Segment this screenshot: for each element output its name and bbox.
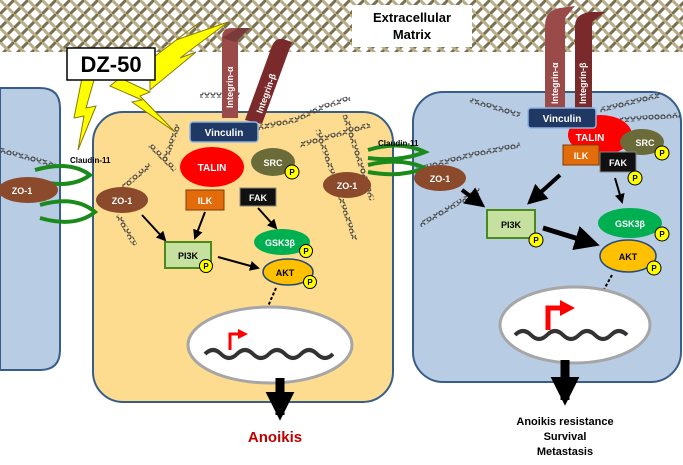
actin-filaments [0,92,681,247]
right-akt [599,239,657,273]
left-outcome-label: Anoikis [248,429,302,446]
left-promoter-arrow-icon [228,332,240,350]
left-src-phospho [284,164,300,180]
left-dna-icon [203,348,335,360]
right-talin-label: TALIN [576,133,605,144]
right-zo1-label: ZO-1 [430,174,451,184]
left-akt [262,258,314,286]
right-src-phospho [654,145,670,161]
right-akt-phospho-label: P [651,264,657,273]
ecm-label-line2: Matrix [393,27,432,42]
right-akt-label: AKT [619,252,638,262]
left-pi3k-label: PI3K [178,251,199,261]
right-nucleus [498,285,652,365]
right-integrin-alpha [545,6,575,112]
right-integrin-beta [575,12,605,112]
left-fak-label: FAK [249,193,268,203]
left-akt-phospho [303,275,317,289]
left-gsk3b-label: GSK3β [265,238,296,248]
right-outcome-1: Anoikis resistance [516,416,613,428]
left-zo1-a [96,187,148,213]
left-src-label: SRC [263,158,283,168]
right-fak [599,151,637,173]
left-vinculin [189,121,259,143]
left-integrin-beta [245,38,292,124]
lightning-right-icon [109,77,176,133]
ecm-label-box [352,5,472,47]
left-akt-label: AKT [276,268,295,278]
right-pi3k-phospho [528,232,544,248]
lightning-down-icon [73,77,97,151]
right-pi3k [486,209,536,239]
left-akt-phospho-label: P [307,278,313,287]
right-outcome-3: Metastasis [537,446,593,458]
claudin-right-label: Claudin-11 [378,139,419,148]
right-promoter-arrowhead-icon [560,300,575,316]
right-src-phospho-label: P [659,149,665,158]
left-integrin-alpha-cap [222,28,250,42]
left-pi3k-phospho-label: P [203,262,209,271]
right-src-label: SRC [635,138,655,148]
right-pi3k-phospho-label: P [533,236,539,245]
right-pi3k-label: PI3K [501,220,522,230]
left-zo1-a-label: ZO-1 [112,196,133,206]
far-left-zo1 [0,177,58,203]
left-zo1-b [323,172,371,198]
left-ilk-label: ILK [198,196,213,206]
left-ilk [185,189,225,211]
right-integrin-alpha-label: Integrin-α [550,62,560,104]
right-ilk [562,144,600,166]
right-fak-phospho [627,170,643,186]
right-vinculin [527,107,597,129]
left-vinculin-label: Vinculin [205,128,244,139]
right-gsk3b [598,208,662,238]
drug-label-box [66,47,156,81]
left-src-phospho-label: P [289,168,295,177]
left-nucleus [186,305,354,385]
left-gsk3b-phospho [299,244,313,258]
drug-label: DZ-50 [80,52,141,77]
right-gsk3b-phospho-label: P [659,230,665,239]
right-integrin-beta-label: Integrin-β [578,62,588,104]
right-outcome-2: Survival [544,431,587,443]
left-src [251,148,295,176]
left-integrin-alpha [222,28,238,118]
right-zo1 [414,165,466,191]
left-fak [239,187,277,207]
left-cell-arrows [141,207,278,322]
far-left-zo1-label: ZO-1 [12,186,33,196]
right-cell-arrows [460,173,625,302]
left-zo1-b-label: ZO-1 [337,181,358,191]
right-ilk-label: ILK [574,151,589,161]
right-gsk3b-label: GSK3β [615,219,646,229]
left-integrin-alpha-label: Integrin-α [225,66,235,108]
right-fak-phospho-label: P [632,174,638,183]
left-gsk3b [254,229,310,255]
far-left-cell [0,87,61,371]
right-fak-label: FAK [609,158,628,168]
claudin-left-label: Claudin-11 [70,156,111,165]
left-promoter-arrowhead-icon [238,329,248,339]
right-src [620,129,664,155]
lightning-top-icon [149,21,229,92]
left-gsk3b-phospho-label: P [303,247,309,256]
right-vinculin-label: Vinculin [543,114,582,125]
left-pi3k-phospho [199,259,213,273]
right-dna-icon [513,329,629,341]
right-akt-phospho [646,260,662,276]
left-talin-label: TALIN [198,163,227,174]
right-promoter-arrow-icon [545,305,562,330]
ecm-label-line1: Extracellular [373,10,451,25]
left-talin [180,147,244,187]
right-gsk3b-phospho [654,226,670,242]
